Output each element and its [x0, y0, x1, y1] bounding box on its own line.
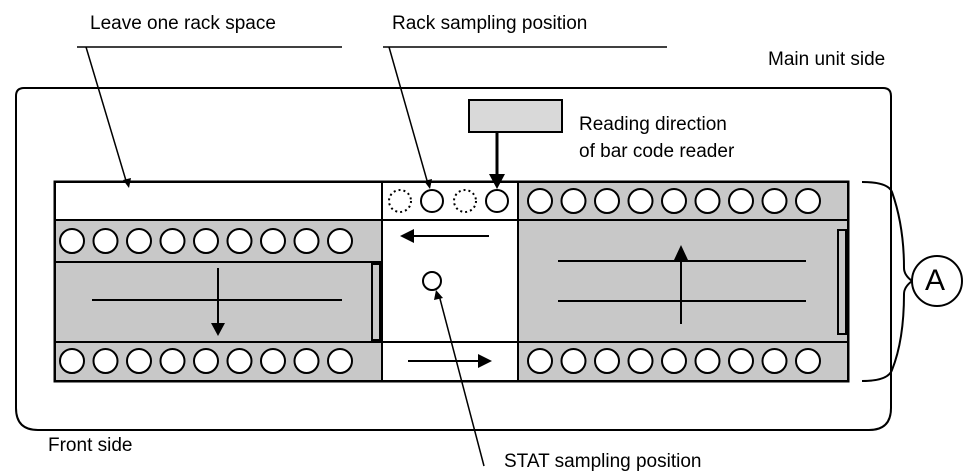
- rack-tube-circle: [661, 348, 687, 374]
- marker-a-circle: [911, 255, 963, 307]
- rack-tube-circle: [92, 228, 119, 254]
- reader-arrowhead: [489, 174, 505, 189]
- rack-tube-circle: [661, 188, 687, 214]
- empty-rack-space: [54, 181, 383, 221]
- rack-tube-circle: [59, 348, 85, 374]
- marker-a-label: A: [925, 264, 946, 297]
- rack-tube-circle: [728, 188, 754, 214]
- sampling-circle-2: [485, 189, 509, 213]
- bar-code-reader-label: of bar code reader: [579, 141, 735, 162]
- rack-tube-circle: [728, 348, 754, 374]
- rack-tube-circle: [293, 228, 320, 254]
- rack-tube-circle: [226, 348, 253, 374]
- rack-tube-circle: [795, 348, 821, 374]
- left-down-arrowhead: [211, 323, 225, 336]
- rack-sampling-leader-tip: [424, 179, 432, 189]
- rack-tube-circle: [560, 348, 587, 374]
- rack-tube-circle: [594, 188, 620, 214]
- rack-tube-circle: [761, 348, 788, 374]
- rack-tube-circle: [327, 228, 353, 254]
- rack-tube-circle: [694, 348, 721, 374]
- right-bottom-rack-row: [527, 348, 821, 374]
- leave-space-leader: [85, 46, 128, 185]
- rack-tube-circle: [594, 348, 620, 374]
- front-side-label: Front side: [48, 435, 133, 456]
- rack-tube-circle: [260, 348, 286, 374]
- right-top-rack-row: [527, 188, 821, 214]
- rack-tube-circle: [126, 228, 152, 254]
- rack-tube-circle: [293, 348, 320, 374]
- sampling-circle-dotted-2: [453, 189, 477, 213]
- rack-tube-circle: [527, 188, 553, 214]
- rack-sampling-leader: [388, 46, 429, 185]
- rack-tube-circle: [327, 348, 353, 374]
- rack-tube-circle: [260, 228, 286, 254]
- reading-direction-label: Reading direction: [579, 114, 727, 135]
- rack-tube-circle: [627, 348, 654, 374]
- rack-tube-circle: [795, 188, 821, 214]
- rack-tube-circle: [92, 348, 119, 374]
- rack-tube-circle: [159, 228, 186, 254]
- sampling-circle-1: [420, 189, 444, 213]
- sampling-circle-dotted-1: [388, 189, 412, 213]
- stat-leader: [438, 294, 485, 467]
- bar-code-reader: [468, 99, 563, 133]
- left-bottom-rack-row: [59, 348, 353, 374]
- rack-tube-circle: [193, 348, 219, 374]
- left-arrowhead: [400, 229, 414, 243]
- rack-tube-circle: [761, 188, 788, 214]
- rack-tube-circle: [159, 348, 186, 374]
- rack-tube-circle: [627, 188, 654, 214]
- stat-sampling-label: STAT sampling position: [504, 451, 702, 472]
- rack-tube-circle: [560, 188, 587, 214]
- main-unit-outline: [15, 87, 892, 431]
- rack-sampling-label: Rack sampling position: [392, 13, 588, 34]
- left-latch: [371, 263, 381, 341]
- rack-tube-circle: [59, 228, 85, 254]
- stat-circle: [422, 271, 442, 291]
- stat-area: [381, 219, 519, 343]
- leave-space-leader-tip: [123, 178, 131, 188]
- right-rack-area: [517, 181, 849, 382]
- right-arrowhead: [478, 354, 492, 368]
- left-top-rack-row: [59, 228, 353, 254]
- main-unit-side-label: Main unit side: [768, 49, 886, 70]
- rack-tube-circle: [226, 228, 253, 254]
- rack-tube-circle: [527, 348, 553, 374]
- rack-tube-circle: [126, 348, 152, 374]
- rack-tube-circle: [694, 188, 721, 214]
- leave-space-label: Leave one rack space: [90, 13, 276, 34]
- rack-tube-circle: [193, 228, 219, 254]
- stat-leader-tip: [434, 290, 443, 300]
- right-latch: [837, 229, 847, 335]
- a-bracket: [861, 181, 914, 382]
- right-up-arrowhead: [674, 245, 688, 260]
